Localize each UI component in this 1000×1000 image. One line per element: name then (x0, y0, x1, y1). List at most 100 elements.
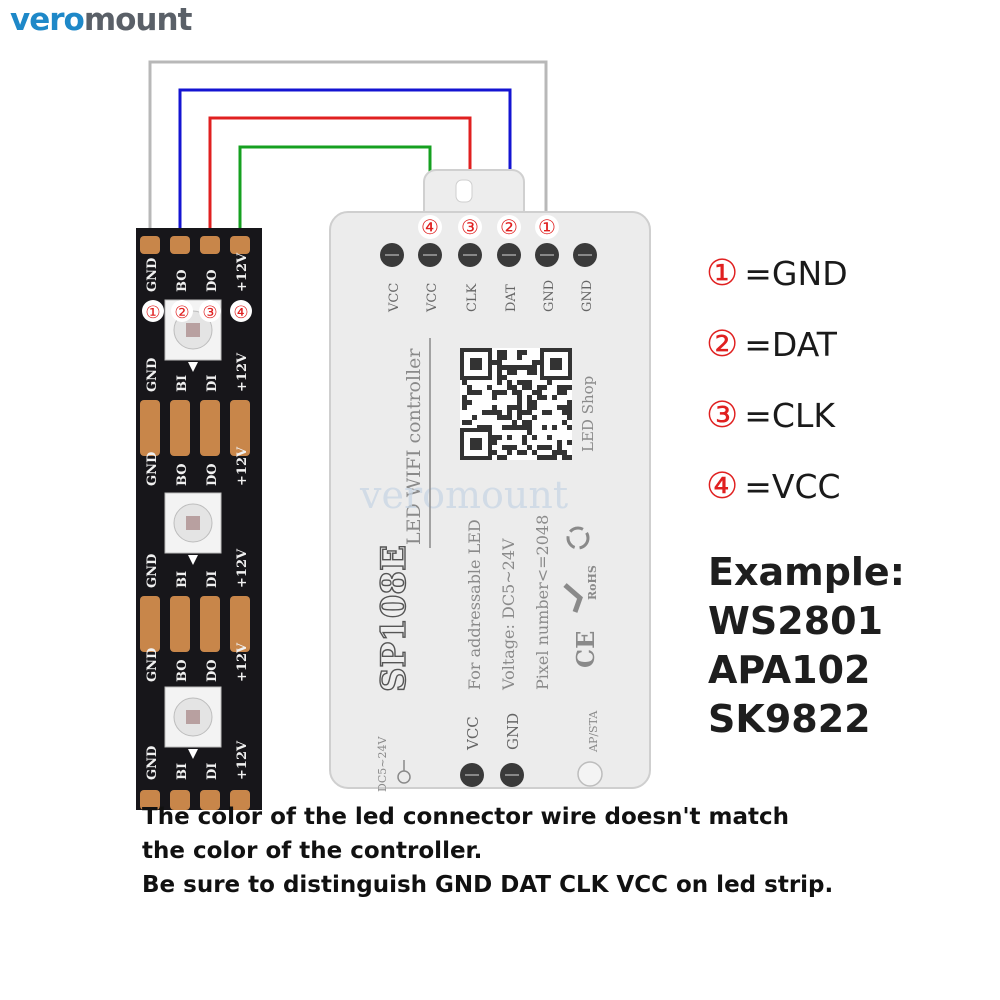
qr-cell (567, 410, 572, 415)
qr-cell (517, 365, 522, 370)
example-item-1: WS2801 (708, 599, 884, 643)
strip-marker-1: ① (145, 303, 160, 323)
qr-cell (497, 355, 502, 360)
direction-arrow (188, 555, 198, 565)
led-die (186, 710, 200, 724)
qr-cell (567, 400, 572, 405)
qr-cell (522, 410, 527, 415)
qr-cell (502, 455, 507, 460)
qr-cell (512, 365, 517, 370)
strip-pad-label: BI (175, 763, 190, 780)
qr-cell (497, 390, 502, 395)
qr-cell (517, 405, 522, 410)
qr-cell (507, 450, 512, 455)
qr-cell (547, 455, 552, 460)
qr-cell (532, 405, 537, 410)
strip-marker-4: ④ (233, 303, 248, 323)
solder-pad (200, 236, 220, 254)
qr-cell (497, 415, 502, 420)
legend-num-3: ③ (706, 395, 739, 436)
qr-cell (522, 350, 527, 355)
rohs-check-icon (563, 583, 583, 613)
logo-part-2: mount (83, 2, 193, 38)
qr-cell (467, 400, 472, 405)
solder-pad (140, 236, 160, 254)
qr-cell (527, 420, 532, 425)
legend-num-2: ② (706, 324, 739, 365)
qr-cell (557, 385, 562, 390)
ap-sta-label: AP/STA (587, 710, 600, 753)
solder-pad (170, 596, 190, 652)
strip-pad-label: BI (175, 571, 190, 588)
qr-cell (532, 365, 537, 370)
qr-cell (537, 360, 542, 365)
qr-cell (562, 410, 567, 415)
note-line-3: Be sure to distinguish GND DAT CLK VCC o… (142, 872, 834, 898)
legend-text-3: =CLK (744, 396, 835, 435)
qr-cell (517, 450, 522, 455)
qr-cell (527, 405, 532, 410)
qr-cell (507, 425, 512, 430)
qr-cell (562, 390, 567, 395)
qr-finder-core (470, 358, 482, 370)
qr-cell (477, 390, 482, 395)
solder-pad (140, 400, 160, 456)
qr-cell (497, 365, 502, 370)
qr-cell (507, 370, 512, 375)
qr-cell (542, 395, 547, 400)
qr-cell (462, 380, 467, 385)
strip-pad-label: BO (175, 269, 190, 292)
qr-cell (562, 450, 567, 455)
qr-cell (527, 385, 532, 390)
strip-pad-label: GND (145, 452, 160, 486)
qr-cell (552, 425, 557, 430)
dc-symbol (397, 760, 411, 784)
solder-pad (170, 790, 190, 810)
strip-markers: ① ② ③ ④ (142, 300, 252, 323)
qr-cell (512, 405, 517, 410)
strip-pad-label: +12V (235, 446, 250, 486)
direction-arrow (188, 362, 198, 372)
qr-cell (542, 425, 547, 430)
qr-cell (517, 410, 522, 415)
qr-cell (557, 440, 562, 445)
qr-cell (507, 365, 512, 370)
qr-cell (557, 450, 562, 455)
qr-cell (502, 425, 507, 430)
qr-cell (532, 415, 537, 420)
qr-cell (482, 410, 487, 415)
controller-line3: Voltage: DC5~24V (499, 538, 518, 691)
legend-text-2: =DAT (744, 325, 837, 364)
direction-arrow (188, 749, 198, 759)
strip-pad-label: +12V (235, 642, 250, 682)
strip-pad-label: GND (145, 746, 160, 780)
controller-markers: ④ ③ ② ① (418, 215, 559, 239)
qr-cell (497, 380, 502, 385)
qr-cell (557, 405, 562, 410)
qr-cell (517, 355, 522, 360)
qr-code (460, 348, 572, 460)
pin-legend: ①=GND ②=DAT ③=CLK ④=VCC (706, 238, 986, 522)
pin-label: GND (542, 280, 557, 312)
qr-cell (527, 380, 532, 385)
qr-cell (497, 360, 502, 365)
qr-finder-core (470, 438, 482, 450)
qr-cell (522, 425, 527, 430)
legend-row-dat: ②=DAT (706, 309, 986, 380)
strip-pad-label: DI (205, 375, 220, 392)
qr-cell (472, 390, 477, 395)
qr-cell (502, 375, 507, 380)
qr-cell (562, 385, 567, 390)
qr-cell (517, 425, 522, 430)
strip-pad-label: +12V (235, 252, 250, 292)
qr-cell (567, 455, 572, 460)
pin-label: VCC (425, 283, 440, 313)
qr-cell (512, 370, 517, 375)
pin-label: DAT (504, 284, 519, 312)
qr-cell (512, 445, 517, 450)
qr-cell (507, 445, 512, 450)
qr-cell (517, 415, 522, 420)
qr-cell (507, 415, 512, 420)
bottom-pin-vcc-label: VCC (464, 716, 482, 751)
